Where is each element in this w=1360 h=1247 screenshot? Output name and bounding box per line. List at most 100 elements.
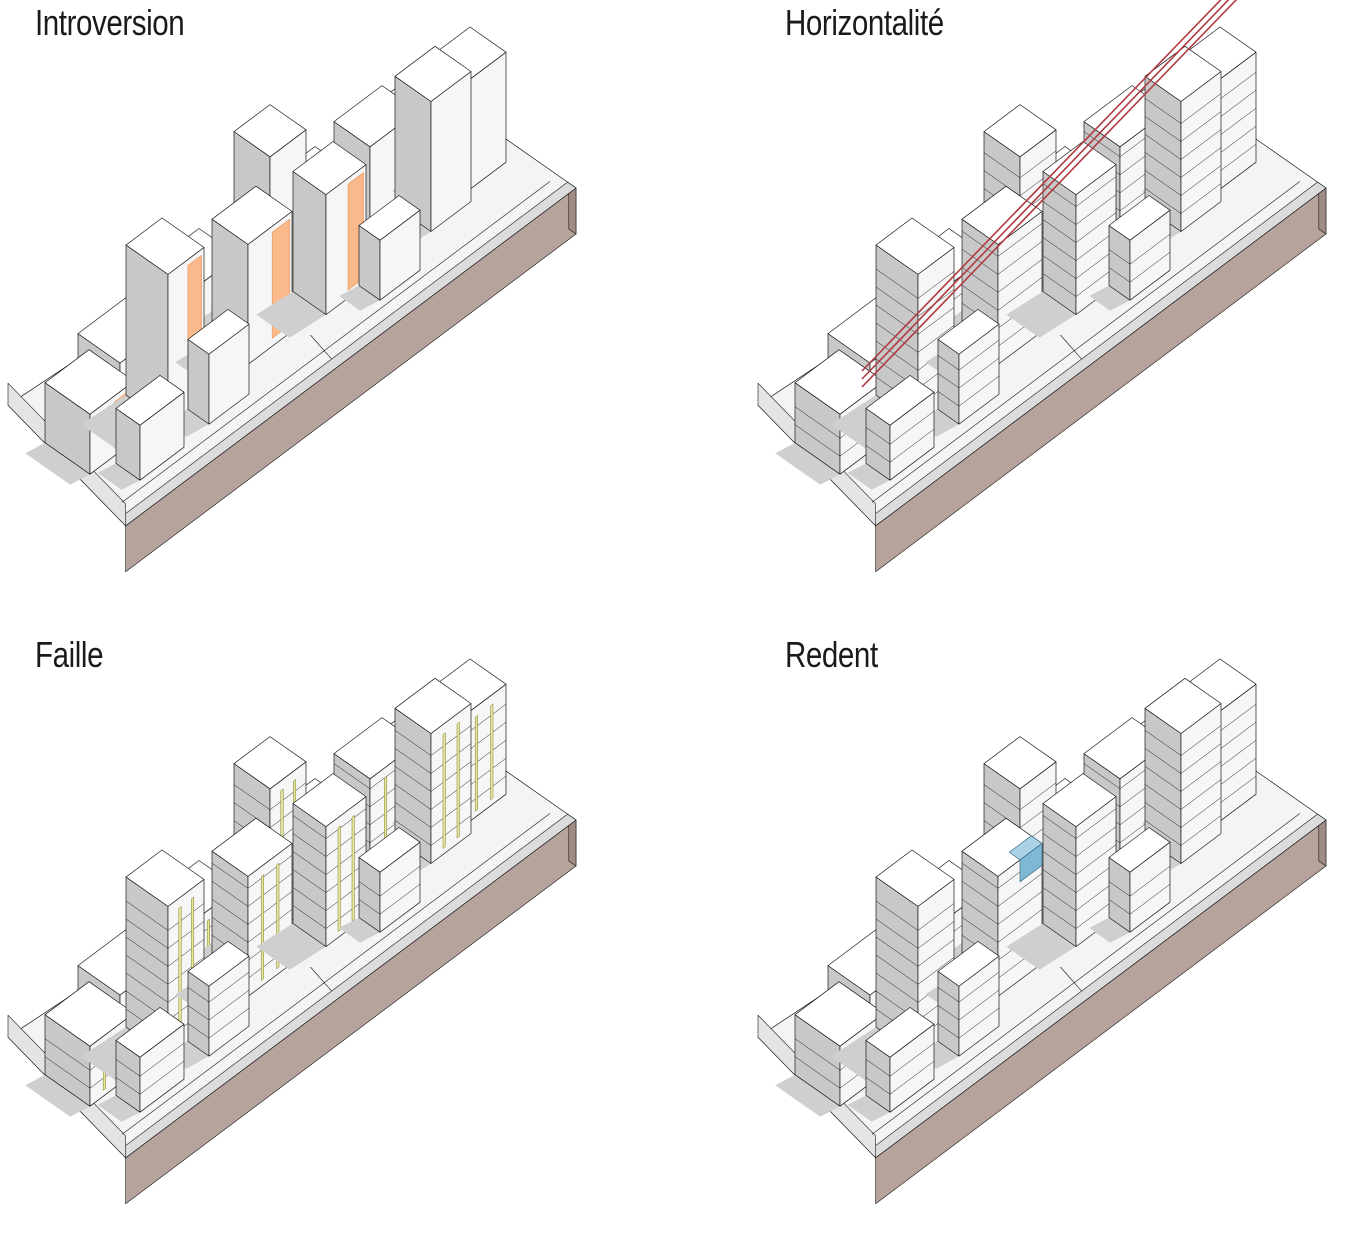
floor-line xyxy=(292,815,327,839)
floor-line xyxy=(1042,255,1077,279)
floor-line xyxy=(247,873,293,907)
floor-line xyxy=(1129,233,1171,265)
building xyxy=(1144,677,1222,864)
floor-line xyxy=(961,284,999,311)
floor-line xyxy=(394,784,432,810)
building-shadow xyxy=(1089,285,1130,311)
floor-line xyxy=(961,898,999,925)
floor-line xyxy=(379,883,421,915)
floor-line xyxy=(997,241,1043,275)
parcel-divider xyxy=(310,966,332,992)
panel-faille: Faille xyxy=(0,632,680,1247)
floor-line xyxy=(937,1005,960,1021)
floor-line xyxy=(961,266,999,293)
building xyxy=(292,773,367,947)
floor-line xyxy=(1042,887,1077,911)
building-shadow xyxy=(25,1074,91,1117)
building-roof xyxy=(937,309,1000,355)
floor-line xyxy=(211,898,249,925)
floor-line xyxy=(1144,730,1182,756)
floor-line xyxy=(1042,851,1077,875)
floor-line xyxy=(997,277,1043,311)
floor-line xyxy=(875,918,919,949)
panel-horizontalite: Horizontalité xyxy=(750,0,1360,615)
building-roof xyxy=(292,141,367,195)
floor-line xyxy=(394,730,432,756)
floor-line xyxy=(430,743,472,774)
floor-line xyxy=(1129,865,1171,897)
floor-line xyxy=(125,918,169,949)
building-roof xyxy=(1144,45,1222,102)
floor-line xyxy=(211,880,249,907)
floor-line xyxy=(958,339,1000,371)
building-roof xyxy=(1108,195,1171,241)
floor-line xyxy=(961,248,999,275)
building xyxy=(1144,45,1222,232)
building-shadow xyxy=(1089,917,1130,943)
panel-redent: Redent xyxy=(750,632,1360,1247)
floor-line xyxy=(44,1038,91,1071)
floor-line xyxy=(875,268,919,299)
floor-line xyxy=(292,869,327,893)
floor-line xyxy=(875,340,919,371)
building xyxy=(115,1007,185,1113)
floor-line xyxy=(1042,183,1077,207)
building xyxy=(1108,195,1171,301)
floor-line xyxy=(865,445,891,463)
floor-line xyxy=(1075,808,1117,839)
floor-line xyxy=(1129,251,1171,283)
building-shadow xyxy=(847,463,890,490)
floor-line xyxy=(958,989,1000,1021)
floor-line xyxy=(875,936,919,967)
floor-line xyxy=(394,820,432,846)
floor-line xyxy=(794,1056,841,1089)
floor-line xyxy=(1144,170,1182,196)
accent-horizontal-line xyxy=(861,0,1238,388)
building xyxy=(187,941,250,1057)
floor-line xyxy=(115,1059,141,1077)
panel-introversion: Introversion xyxy=(0,0,680,615)
building-roof xyxy=(875,849,955,907)
building-roof xyxy=(394,677,472,734)
floor-line xyxy=(958,375,1000,407)
accent-faille-slit xyxy=(456,721,460,839)
floor-line xyxy=(997,891,1043,925)
floor-line xyxy=(358,881,381,897)
building-roof xyxy=(125,849,205,907)
floor-line xyxy=(1180,147,1222,178)
floor-line xyxy=(917,939,955,967)
floor-line xyxy=(292,887,327,911)
floor-line xyxy=(961,880,999,907)
building-left-face xyxy=(292,171,327,315)
accent-faille-slit xyxy=(351,815,355,922)
floor-line xyxy=(1042,815,1077,839)
building-roof xyxy=(865,375,935,426)
floor-line xyxy=(325,844,367,875)
floor-line xyxy=(961,916,999,943)
building-shadow xyxy=(25,442,91,485)
floor-line xyxy=(983,784,1021,811)
floor-line xyxy=(997,909,1043,943)
floor-line xyxy=(1180,779,1222,810)
floor-line xyxy=(167,957,205,985)
floor-line xyxy=(292,905,327,929)
parcel-line xyxy=(871,813,1301,1135)
panel-title-faille: Faille xyxy=(35,634,104,675)
floor-line xyxy=(1180,743,1222,774)
floor-line xyxy=(794,406,841,439)
floor-line xyxy=(208,1007,250,1039)
building xyxy=(937,309,1000,425)
axonometric-diagram-faille xyxy=(7,658,577,1205)
floor-line xyxy=(1144,116,1182,142)
building-roof xyxy=(394,45,472,102)
floor-line xyxy=(958,1007,1000,1039)
building-shadow xyxy=(256,291,326,338)
building xyxy=(865,375,935,481)
building-roof xyxy=(187,941,250,987)
building-shadow xyxy=(847,1095,890,1122)
parcel-divider xyxy=(1060,334,1082,360)
floor-line xyxy=(917,325,955,353)
panel-title-redent: Redent xyxy=(785,634,878,675)
floor-line xyxy=(889,429,935,463)
parcel-line xyxy=(121,181,551,503)
